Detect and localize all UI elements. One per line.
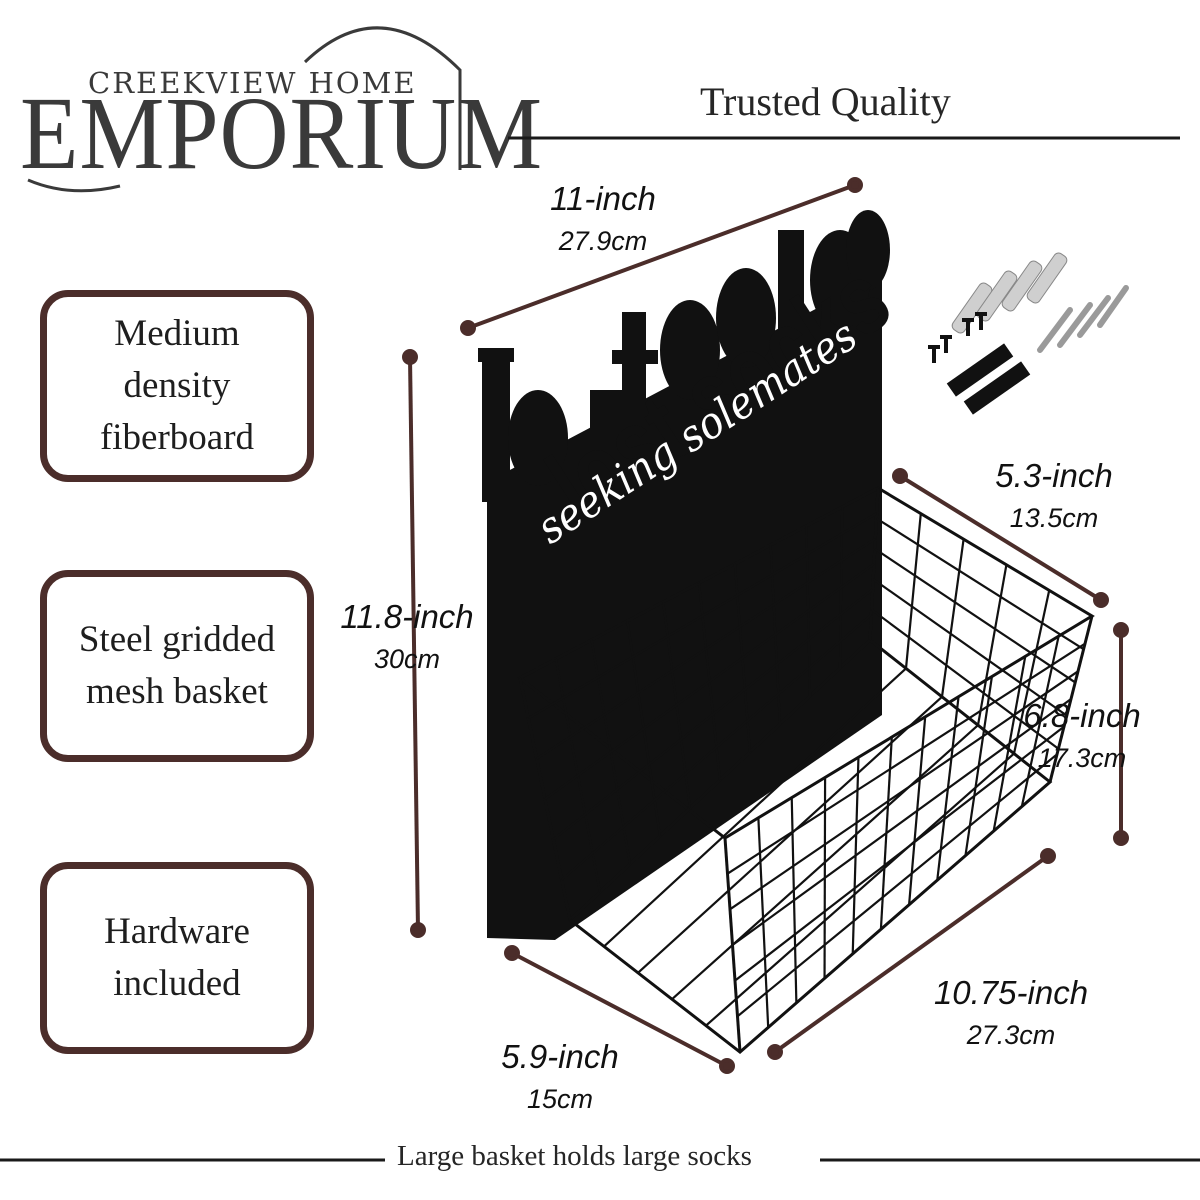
dim-dot (410, 922, 426, 938)
hardware-set (928, 252, 1129, 415)
dim-dot (1113, 830, 1129, 846)
wire (976, 564, 1008, 726)
logo-arc (303, 26, 462, 170)
dim-label-basket-height: 6.8-inch 17.3cm (972, 695, 1192, 779)
dim-label-height: 11.8-inch 30cm (297, 596, 517, 680)
wire (527, 512, 878, 720)
wire (875, 517, 1085, 651)
dim-metric: 15cm (526, 1084, 594, 1114)
wire (731, 698, 1072, 946)
dim-imperial: 5.9-inch (501, 1038, 619, 1075)
wire (1012, 590, 1051, 754)
dim-dot (719, 1058, 735, 1074)
feature-text: Hardware included (104, 911, 250, 1004)
wire (736, 753, 1058, 1018)
feature-text: Medium density fiberboard (99, 313, 255, 458)
wire (560, 613, 873, 881)
dim-label-basket-length: 10.75-inch 27.3cm (901, 972, 1121, 1056)
wire (940, 539, 965, 697)
dim-line-depth-top (898, 474, 1103, 602)
wire (705, 752, 1015, 1027)
wire (726, 642, 1086, 875)
dim-dot (847, 177, 863, 193)
dim-dot (1113, 622, 1129, 638)
dim-dot (767, 1044, 783, 1060)
wire (544, 563, 875, 800)
dim-imperial: 10.75-inch (933, 974, 1089, 1011)
dim-dot (1093, 592, 1109, 608)
feature-box-hardware: Hardware included (40, 862, 314, 1054)
dim-metric: 27.3cm (966, 1020, 1056, 1050)
tagline: Trusted Quality (700, 79, 951, 124)
dim-metric: 30cm (373, 644, 441, 674)
brand-title: EMPORIUM (20, 76, 544, 191)
dim-dot (504, 945, 520, 961)
feature-box-mesh-basket: Steel gridded mesh basket (40, 570, 314, 762)
wire (536, 537, 876, 760)
wire (870, 608, 1060, 750)
dim-label-depth-bottom: 5.9-inch 15cm (450, 1036, 670, 1120)
wire (671, 724, 979, 1001)
dim-line-width-top (467, 183, 856, 330)
dim-dot (1040, 848, 1056, 864)
wire (552, 588, 874, 841)
brand-subtitle: CREEKVIEW HOME (88, 66, 417, 100)
logo-swash (27, 178, 121, 193)
dim-dot (892, 468, 908, 484)
dim-imperial: 6.8-inch (1023, 697, 1141, 734)
dim-line-basket-length (773, 854, 1050, 1054)
wire-grid (527, 506, 1086, 1028)
feature-text: Steel gridded mesh basket (78, 619, 276, 712)
wire (874, 547, 1076, 684)
dim-dot (402, 349, 418, 365)
wire (637, 695, 943, 974)
dim-metric: 13.5cm (1009, 503, 1099, 533)
feature-box-fiberboard: Medium density fiberboard (40, 290, 314, 482)
dim-line-depth-bottom (511, 951, 728, 1068)
dim-metric: 17.3cm (1037, 743, 1127, 773)
dim-imperial: 5.3-inch (995, 457, 1113, 494)
dim-metric: 27.9cm (558, 226, 648, 256)
wire (904, 513, 922, 669)
dim-imperial: 11-inch (550, 180, 656, 217)
dim-label-depth-top: 5.3-inch 13.5cm (944, 455, 1164, 539)
dim-line-height (408, 356, 420, 931)
wire (603, 667, 907, 948)
backboard (478, 210, 890, 940)
wire (872, 578, 1068, 717)
dim-imperial: 11.8-inch (340, 598, 474, 635)
footer-caption: Large basket holds large socks (397, 1140, 752, 1172)
dim-dot (460, 320, 476, 336)
dim-label-width-top: 11-inch 27.9cm (493, 178, 713, 262)
